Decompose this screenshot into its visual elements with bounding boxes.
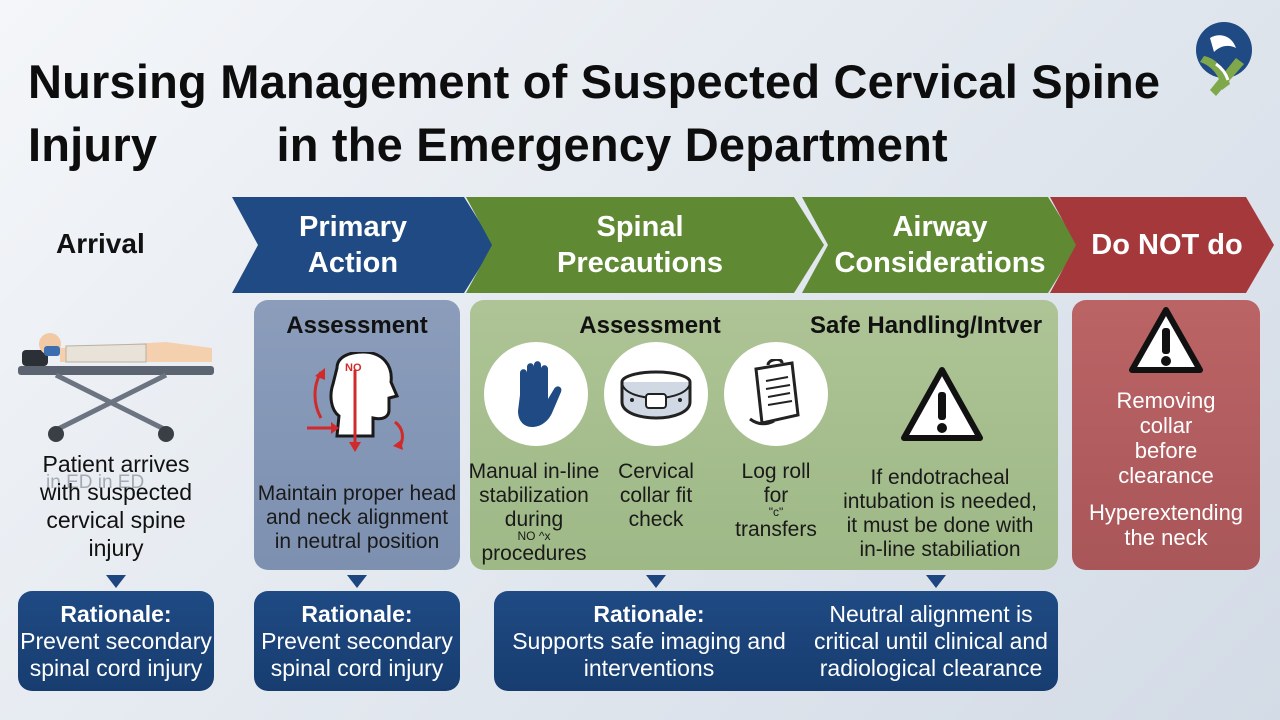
spinal-item-collar-check: Cervical collar fit check: [604, 460, 708, 532]
chevron-shape: [802, 197, 1078, 293]
title-line-2: Injury in the Emergency Department: [28, 118, 948, 171]
head-icon-no-label: NO: [345, 362, 362, 374]
rationale-line: radiological clearance: [819, 654, 1043, 681]
arrival-text-line: injury: [88, 535, 144, 561]
airway-description: If endotracheal intubation is needed, it…: [836, 466, 1044, 562]
stage-do-not-do: Do NOT do: [1050, 197, 1274, 293]
page-title: Nursing Management of Suspected Cervical…: [28, 50, 1208, 176]
chevron-shape: [232, 197, 494, 293]
stage-spinal-precautions: Spinal Precautions: [466, 197, 824, 293]
donot-text-line: clearance: [1118, 463, 1214, 488]
primary-text-line: and neck alignment: [265, 506, 449, 529]
donot-item-hyperextending: Hyperextending the neck: [1072, 500, 1260, 550]
stage-primary-action: Primary Action: [232, 197, 494, 293]
spinal-item-text-line: Manual in-line: [468, 460, 600, 483]
donot-item-removing-collar: Removing collar before clearance: [1072, 388, 1260, 488]
spinal-item-text-line: stabilization: [479, 484, 589, 507]
donot-text-line: Hyperextending: [1088, 500, 1244, 525]
spinal-item-log-roll: Log roll for "c" transfers: [716, 460, 836, 542]
spinal-item-text-line: collar fit: [619, 484, 693, 507]
rationale-title: Rationale:: [60, 600, 172, 627]
primary-description: Maintain proper head and neck alignment …: [248, 482, 466, 554]
cervical-collar-icon: [604, 342, 708, 446]
stage-arrival-label: Arrival: [56, 228, 145, 259]
spinal-item-small-text: "c": [768, 505, 784, 519]
spinal-item-text-line: Cervical: [618, 460, 694, 483]
spinal-item-small-text: NO ^x: [517, 529, 551, 543]
airway-text-line: it must be done with: [846, 514, 1034, 537]
arrival-text-line: Patient arrives: [42, 451, 190, 477]
connector-arrow-icon: [646, 575, 666, 588]
rationale-box-arrival: Rationale: Prevent secondary spinal cord…: [18, 591, 214, 691]
airway-text-line: in-line stabiliation: [859, 538, 1021, 561]
spinal-item-manual-stabilization: Manual in-line stabilization during NO ^…: [466, 460, 602, 566]
donot-text-line: Removing: [1116, 388, 1216, 413]
rationale-box-airway: Neutral alignment is critical until clin…: [804, 591, 1058, 691]
warning-icon: [900, 366, 984, 444]
stage-airway-line-2: Considerations: [834, 247, 1046, 279]
rationale-line: interventions: [583, 654, 715, 681]
stage-airway-considerations: Airway Considerations: [802, 197, 1078, 293]
rationale-box-primary: Rationale: Prevent secondary spinal cord…: [254, 591, 460, 691]
airway-heading: Safe Handling/Intver: [810, 312, 1043, 339]
rationale-line: critical until clinical and: [814, 627, 1048, 654]
connector-arrow-icon: [926, 575, 946, 588]
primary-assessment-heading: Assessment: [286, 312, 428, 339]
donot-text-line: the neck: [1124, 525, 1208, 550]
spinal-item-text-line: transfers: [735, 518, 817, 541]
stage-airway-line-1: Airway: [892, 211, 988, 243]
warning-icon: [1128, 306, 1204, 376]
clipboard-icon: [724, 342, 828, 446]
spinal-item-text-line: procedures: [481, 542, 587, 565]
rationale-line: Prevent secondary: [20, 627, 212, 654]
donot-text-line: before: [1134, 438, 1198, 463]
spinal-item-text-line: Log roll: [741, 460, 811, 483]
rationale-line: Neutral alignment is: [829, 600, 1033, 627]
chevron-shape: [1050, 197, 1274, 293]
head-alignment-icon: NO: [303, 350, 413, 456]
arrival-overlay-text: in ED in ED: [46, 472, 145, 493]
primary-text-line: in neutral position: [274, 530, 440, 553]
spine-logo-icon: [1186, 18, 1256, 98]
airway-text-line: intubation is needed,: [843, 490, 1037, 513]
donot-text-line: collar: [1139, 413, 1193, 438]
stage-spinal-line-1: Spinal: [596, 211, 684, 243]
rationale-line: spinal cord injury: [270, 654, 444, 681]
connector-arrow-icon: [347, 575, 367, 588]
stage-donot-label: Do NOT do: [1091, 229, 1243, 261]
stage-primary-line-2: Action: [307, 247, 399, 279]
rationale-box-spinal: Rationale: Supports safe imaging and int…: [494, 591, 804, 691]
stage-primary-line-1: Primary: [298, 211, 407, 243]
primary-text-line: Maintain proper head: [257, 482, 457, 505]
patient-on-stretcher-icon: [16, 322, 218, 444]
spinal-item-text-line: for: [763, 484, 789, 507]
arrival-text-line: with suspected: [39, 479, 193, 505]
rationale-box-background: [494, 591, 1058, 691]
arrival-text-line: cervical spine: [46, 507, 186, 533]
spinal-item-text-line: during: [504, 508, 564, 531]
stage-spinal-line-2: Precautions: [557, 247, 723, 279]
arrival-description: Patient arrives in ED in ED with suspect…: [18, 450, 214, 562]
rationale-line: Supports safe imaging and: [512, 627, 786, 654]
rationale-line: spinal cord injury: [29, 654, 203, 681]
chevron-shape: [466, 197, 824, 293]
spinal-assessment-heading: Assessment: [579, 312, 721, 339]
airway-text-line: If endotracheal: [870, 466, 1010, 489]
connector-arrow-icon: [106, 575, 126, 588]
rationale-title: Rationale:: [301, 600, 413, 627]
rationale-line: Prevent secondary: [261, 627, 453, 654]
spinal-item-text-line: check: [628, 508, 684, 531]
hand-stop-icon: [484, 342, 588, 446]
title-line-1: Nursing Management of Suspected Cervical…: [28, 55, 1161, 108]
rationale-title: Rationale:: [593, 600, 705, 627]
